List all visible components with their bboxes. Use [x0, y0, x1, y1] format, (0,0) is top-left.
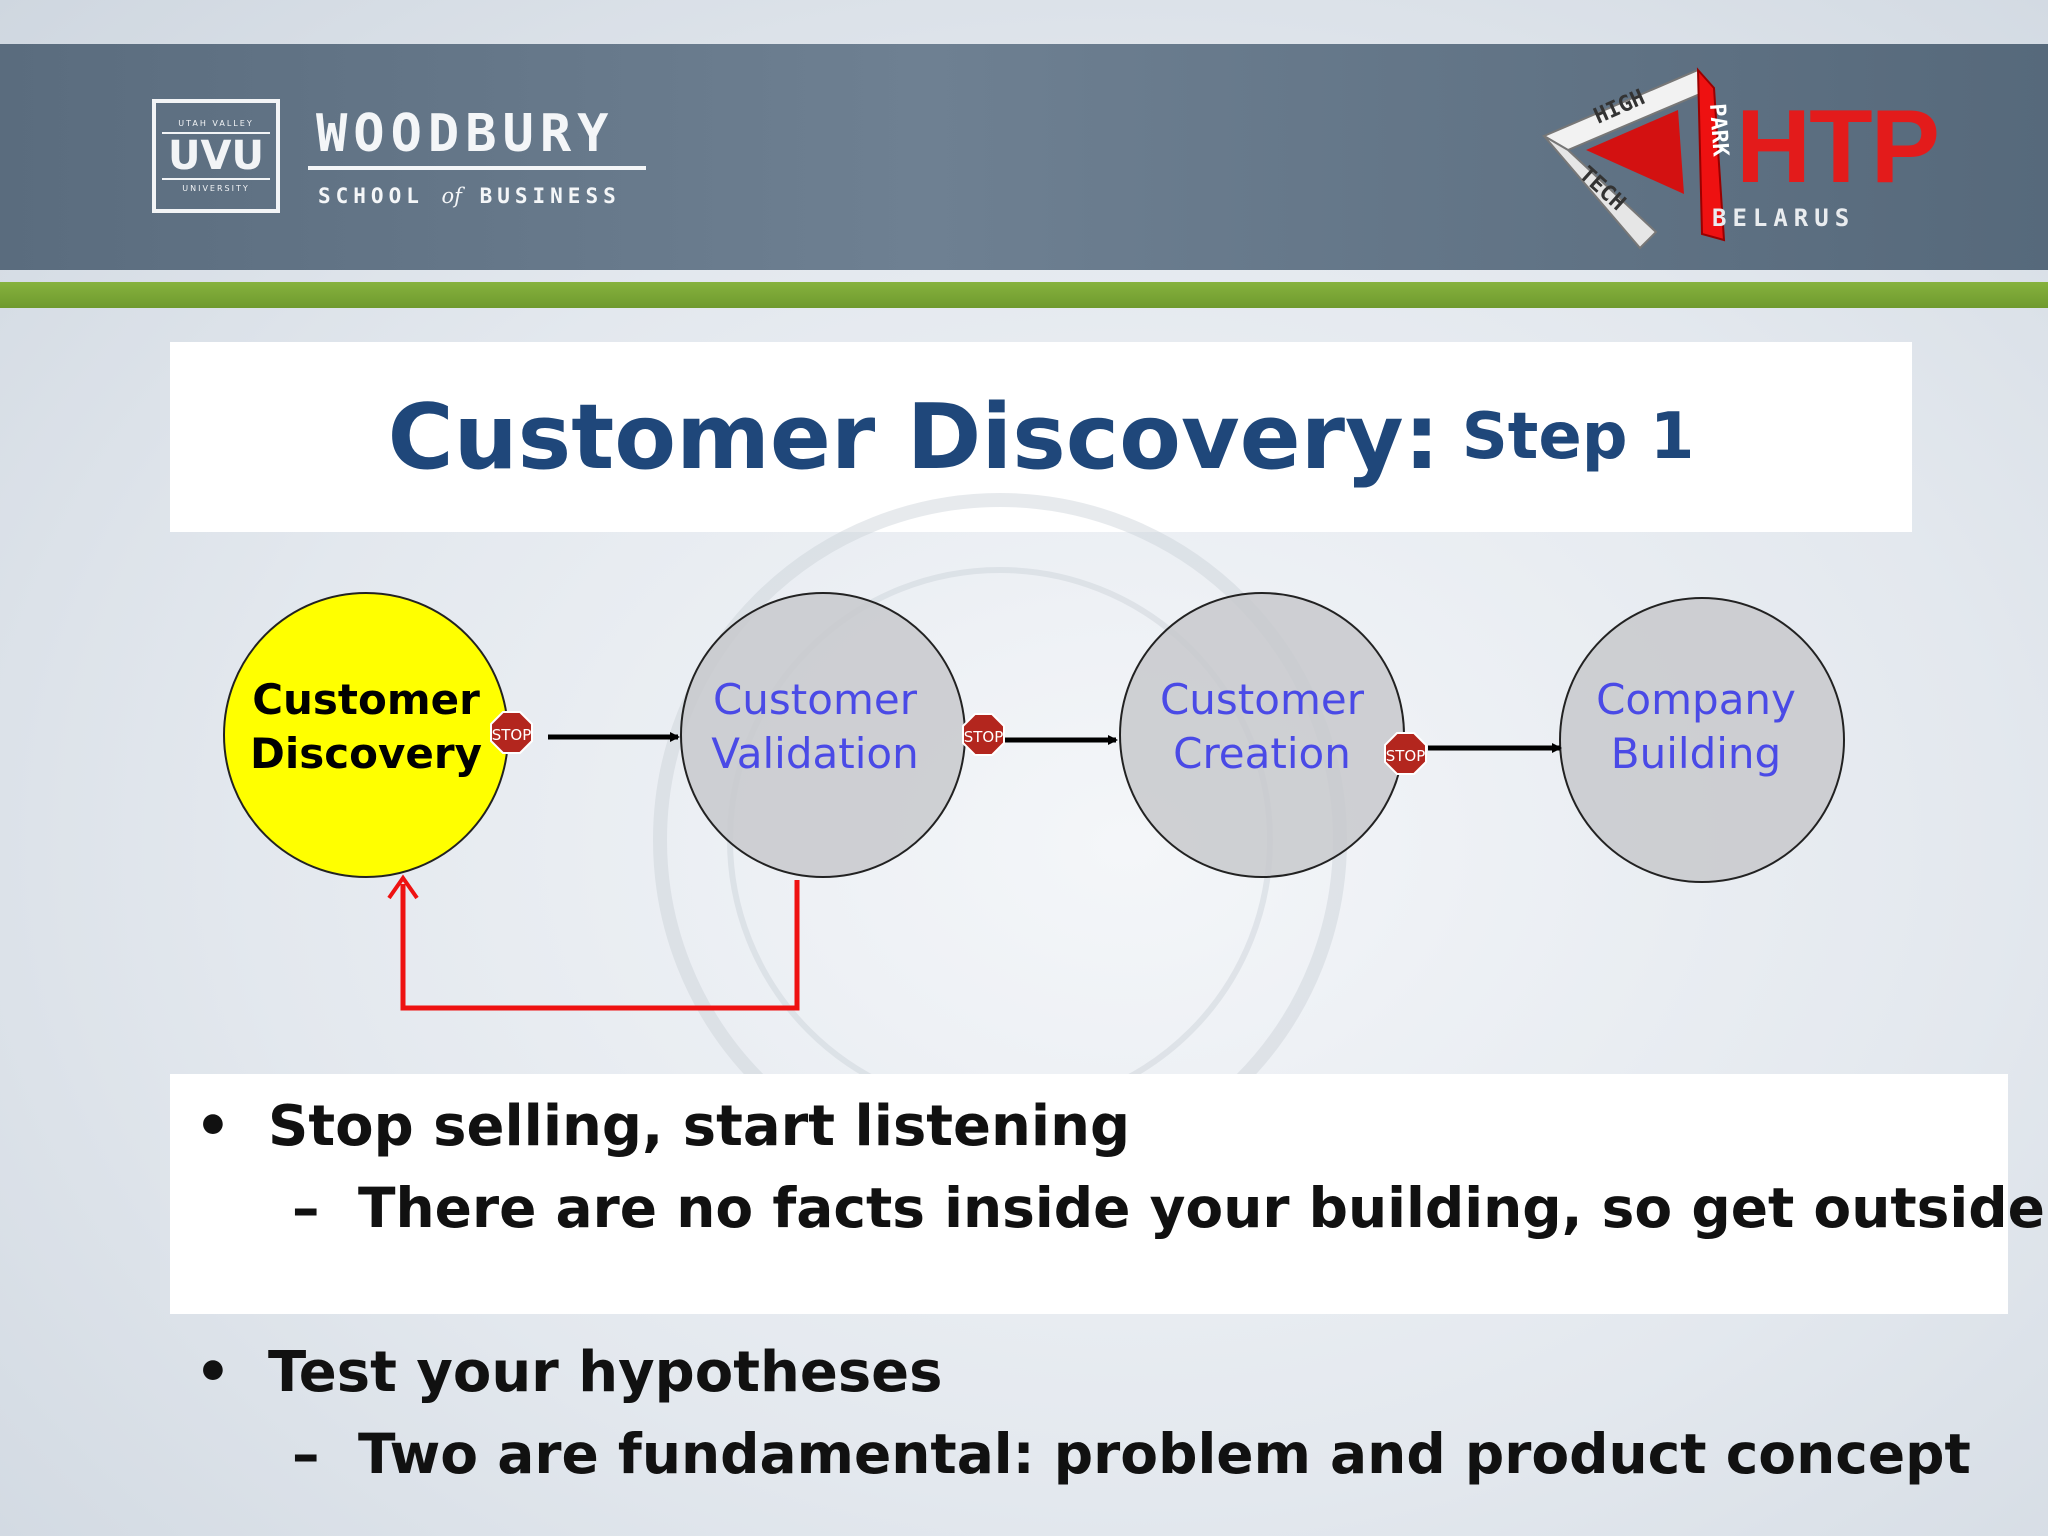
- woodbury-wordmark: WOODBURY: [316, 104, 615, 164]
- htp-wordmark: HTP: [1736, 89, 1938, 205]
- stage-label-3-line2: Creation: [1173, 729, 1351, 778]
- stop-sign-label: STOP: [964, 728, 1004, 746]
- school-text: SCHOOL: [318, 184, 424, 208]
- stop-sign-label: STOP: [1386, 747, 1426, 765]
- stage-label-1-line2: Discovery: [250, 729, 482, 778]
- stage-circle-company-building[interactable]: [1559, 597, 1845, 883]
- stop-sign-label: STOP: [492, 726, 532, 744]
- sub-bullet-2: Two are fundamental: problem and product…: [358, 1422, 1971, 1486]
- bullet-marker: •: [195, 1094, 231, 1159]
- stage-label-4-line1: Company: [1596, 675, 1796, 724]
- slide-title-step: Step 1: [1461, 400, 1695, 474]
- sub-bullet-marker: –: [292, 1176, 320, 1240]
- stop-sign-icon: STOP: [962, 713, 1005, 756]
- stop-sign-icon: STOP: [1384, 732, 1427, 775]
- uvu-logo: UTAH VALLEY UVU UNIVERSITY: [152, 99, 280, 213]
- stop-sign-icon: STOP: [490, 711, 533, 754]
- htp-belarus-logo: HIGH TECH PARK HTP BELARUS: [1541, 67, 1940, 250]
- uvu-logo-mark: UVU: [162, 132, 270, 180]
- school-of-business-text: SCHOOL of BUSINESS: [318, 184, 621, 208]
- htp-frame-right: [1696, 67, 1726, 242]
- bullet-2: Test your hypotheses: [268, 1340, 943, 1405]
- htp-frame-inner: [1586, 110, 1684, 194]
- htp-word-park: PARK: [1704, 103, 1733, 158]
- sub-bullet-1: There are no facts inside your building,…: [358, 1176, 2045, 1240]
- bullet-1: Stop selling, start listening: [268, 1094, 1131, 1159]
- bullet-highlight-box: [170, 1074, 2008, 1314]
- stage-label-2-line2: Validation: [711, 729, 918, 778]
- stage-label-3-line1: Customer: [1160, 675, 1365, 724]
- htp-country: BELARUS: [1712, 204, 1855, 232]
- stage-label-4-line2: Building: [1611, 729, 1781, 778]
- htp-frame-left: [1543, 135, 1658, 250]
- business-text: BUSINESS: [479, 184, 621, 208]
- uvu-logo-top-text: UTAH VALLEY: [178, 119, 254, 128]
- uvu-logo-bottom-text: UNIVERSITY: [182, 184, 250, 193]
- school-of-text: of: [441, 184, 462, 208]
- stage-label-1-line1: Customer: [252, 675, 480, 724]
- sub-bullet-marker: –: [292, 1422, 320, 1486]
- woodbury-divider: [308, 166, 646, 170]
- bullet-marker: •: [195, 1340, 231, 1405]
- feedback-loop-arrow: [400, 880, 800, 1011]
- stage-label-2-line1: Customer: [713, 675, 918, 724]
- feedback-arrowhead-icon: [387, 874, 419, 900]
- title-box: Customer Discovery: Step 1: [170, 342, 1912, 532]
- header-accent-bar: [0, 282, 2048, 308]
- slide-title: Customer Discovery:: [387, 384, 1440, 490]
